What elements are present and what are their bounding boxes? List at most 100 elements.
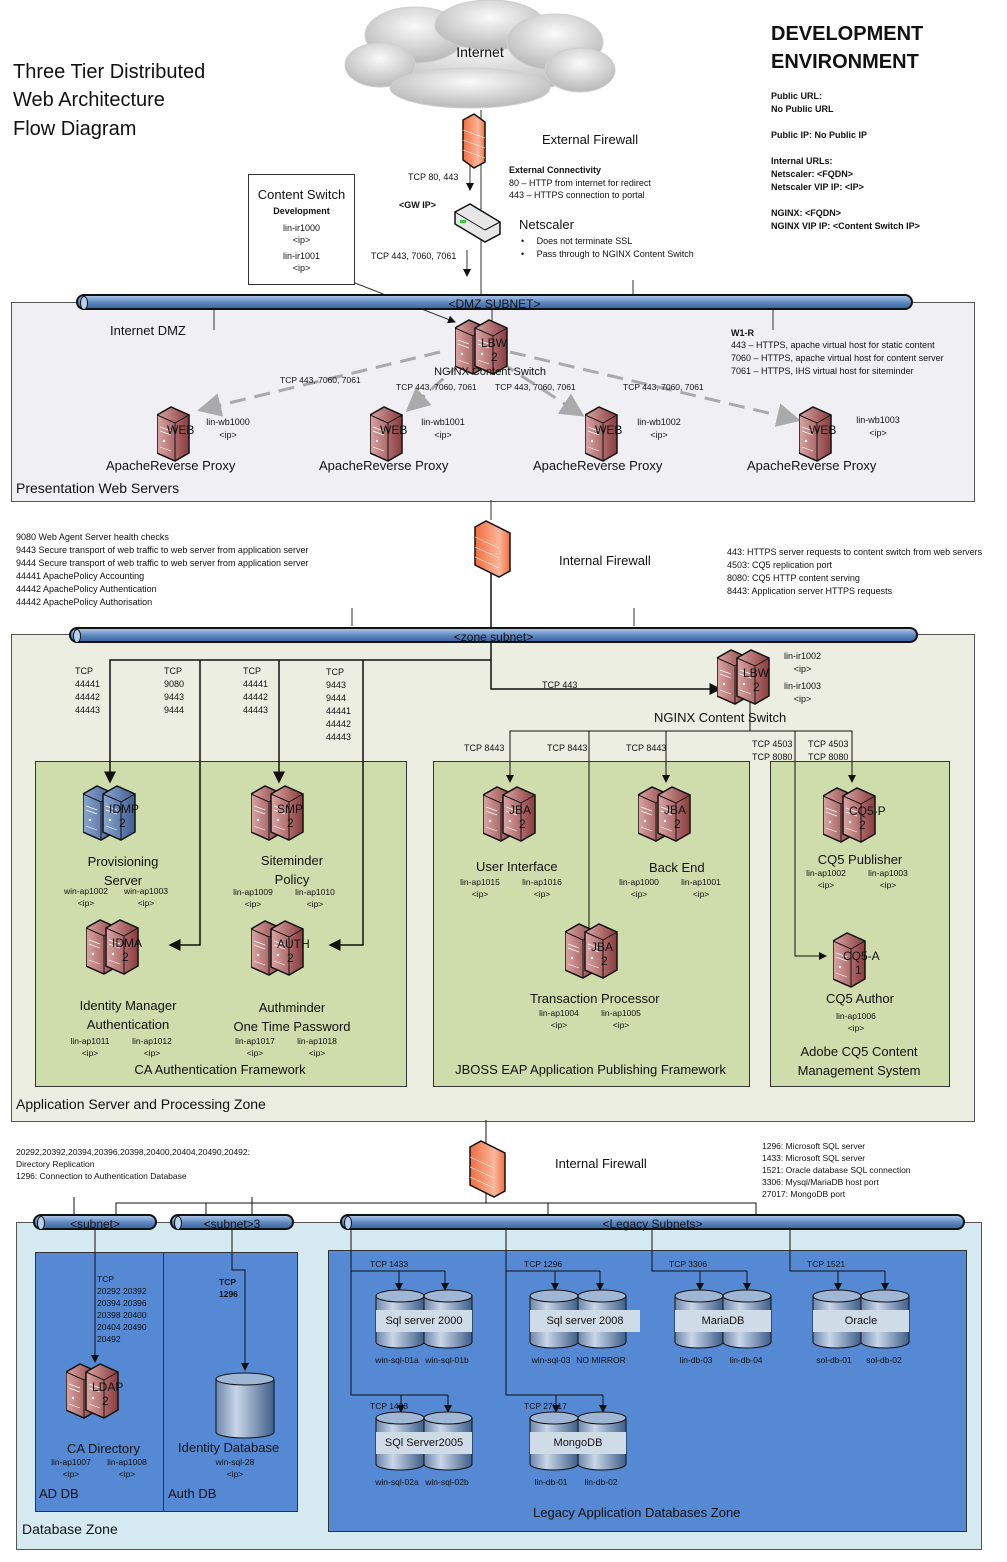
database-zone-label: Database Zone [22, 1521, 118, 1537]
tcp-443-7060-7061-label: TCP 443, 7060, 7061 [371, 251, 457, 261]
server-host: lin-ap1002<ip> [806, 868, 846, 890]
diagram-title-line-2: Web Architecture [13, 89, 165, 111]
server-badge: JBA [664, 803, 687, 817]
internet-dmz-label: Internet DMZ [110, 323, 186, 338]
web-server-label: ApacheReverse Proxy [106, 458, 236, 473]
server-badge: WEB [380, 423, 408, 437]
smp-server-icon: SMP 2 [250, 784, 305, 847]
server-host: win-sql-28<ip> [215, 1457, 255, 1479]
db-host: sol-db-02 [866, 1355, 902, 1365]
server-count: 2 [674, 817, 681, 831]
server-host: lin-ap1000<ip> [619, 877, 659, 899]
dmz-subnet-pipe: <DMZ SUBNET> [76, 294, 913, 311]
db-host: win-sql-02a [375, 1477, 419, 1487]
server-host: lin-ap1008<ip> [107, 1457, 147, 1479]
tcp-8443-label: TCP 8443 [626, 743, 667, 753]
idma-server-icon: IDMA 2 [85, 918, 142, 981]
subnet-pipe: <subnet> [33, 1214, 157, 1231]
env-line: Internal URLs: [771, 156, 833, 166]
web-server-label: ApacheReverse Proxy [319, 458, 449, 473]
nginx-server-icon: LBW 2 [454, 318, 509, 381]
server-host: lin-ap1001<ip> [681, 877, 721, 899]
server-badge: JBA [591, 940, 614, 954]
server-count: 2 [119, 816, 126, 830]
netscaler-label: Netscaler [519, 217, 574, 232]
db-host: sol-db-01 [816, 1355, 852, 1365]
tcp-8443-label: TCP 8443 [547, 743, 588, 753]
gw-ip-label: <GW IP> [399, 200, 437, 210]
content-switch-env: Development [273, 206, 330, 216]
db-host: win-sql-01b [425, 1355, 469, 1365]
db-name-band: MongoDB [530, 1432, 626, 1454]
internal-firewall-label-2: Internal Firewall [555, 1156, 647, 1171]
w1r-line: 443 – HTTPS, apache virtual host for sta… [731, 340, 935, 350]
db-name-band: Oracle [813, 1310, 909, 1332]
server-host: lin-ap1015<ip> [460, 877, 500, 899]
db-tcp-label: TCP 1433 [370, 1401, 409, 1411]
server-host: lin-ap1016<ip> [522, 877, 562, 899]
web-host: lin-wb1001<ip> [421, 417, 465, 440]
internet-label: Internet [456, 44, 504, 60]
server-count: 2 [601, 954, 608, 968]
host-name: lin-ir1000 [282, 223, 321, 233]
env-line: No Public URL [771, 104, 834, 114]
external-firewall-icon [462, 113, 486, 169]
env-line: Public IP: No Public IP [771, 130, 868, 140]
tcp-8443-label: TCP 8443 [464, 743, 505, 753]
server-host: lin-ap1011<ip> [70, 1036, 110, 1058]
w1r-line: 7061 – HTTPS, IHS virtual host for sitem… [731, 366, 914, 376]
cq5-author-icon: CQ5-A 1 [832, 931, 880, 994]
server-count: 2 [287, 951, 294, 965]
netscaler-icon [454, 203, 501, 243]
server-label: CQ5 Author [826, 991, 894, 1006]
zone-subnet-pipe: <zone subnet> [69, 627, 918, 644]
jba-server-icon: JBA 2 [482, 785, 537, 848]
server-host: lin-ap1005<ip> [601, 1008, 641, 1030]
netscaler-bullet: • Does not terminate SSL [521, 236, 633, 246]
w1r-line: 7060 – HTTPS, apache virtual host for co… [731, 353, 944, 363]
host-ip: <ip> [292, 235, 311, 245]
db-host: lin-db-03 [679, 1355, 713, 1365]
ca-framework-title: CA Authentication Framework [134, 1062, 306, 1077]
server-label: CA Directory [67, 1441, 140, 1456]
server-host: lin-ap1010<ip> [295, 887, 335, 909]
server-badge: LBW [481, 336, 508, 350]
server-badge: JBA [509, 803, 532, 817]
jba-server-icon: JBA 2 [564, 922, 619, 985]
internal-firewall-2-left-notes: 20292,20392,20394,20396,20398,20400,2040… [16, 1147, 250, 1181]
environment-heading-1: DEVELOPMENT [771, 23, 924, 45]
server-count: 2 [753, 680, 760, 694]
diagram-title-line-1: Three Tier Distributed [13, 61, 206, 83]
flow-label: TCP 443, 7060, 7061 [396, 382, 477, 392]
server-count: 2 [859, 818, 866, 832]
db-host: NO MIRROR [576, 1355, 626, 1365]
env-line: NGINX VIP IP: <Content Switch IP> [771, 221, 920, 231]
db-name-band: Sql server 2000 [376, 1310, 472, 1332]
ad-db-title: AD DB [39, 1486, 79, 1501]
web-server-icon: WEB [798, 405, 837, 468]
server-count: 1 [855, 963, 862, 977]
db-host: win-sql-02b [425, 1477, 469, 1487]
server-badge: WEB [809, 423, 837, 437]
db-name-band: SQl Server2005 [376, 1432, 472, 1454]
server-host: lin-ap1006<ip> [836, 1011, 876, 1033]
server-label: Back End [649, 860, 705, 875]
db-tcp-label: TCP 1521 [807, 1259, 846, 1269]
nginx-content-switch-label: NGINX Content Switch [434, 366, 546, 378]
web-server-label: ApacheReverse Proxy [533, 458, 663, 473]
environment-heading-2: ENVIRONMENT [771, 51, 919, 73]
identity-database-icon [215, 1372, 275, 1439]
subnet-3-pipe: <subnet>3 [170, 1214, 294, 1231]
env-line: Netscaler VIP IP: <IP> [771, 182, 864, 192]
